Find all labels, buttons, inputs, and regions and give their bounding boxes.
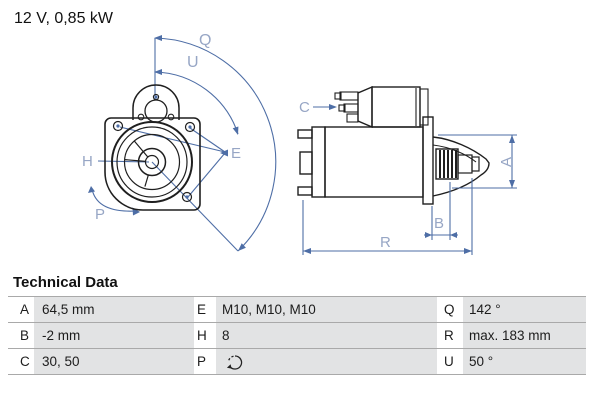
- table-row: A 64,5 mm E M10, M10, M10 Q 142 °: [8, 296, 586, 322]
- spec-value: M10, M10, M10: [216, 297, 437, 322]
- spec-value: 142 °: [463, 297, 586, 322]
- spec-value: 30, 50: [34, 349, 194, 374]
- spec-value: max. 183 mm: [463, 323, 586, 348]
- technical-drawing: Q U E H P: [82, 32, 517, 255]
- dimension-label-q: Q: [199, 32, 211, 49]
- section-heading: Technical Data: [13, 274, 118, 291]
- spec-key: P: [194, 349, 216, 374]
- spec-key: U: [437, 349, 463, 374]
- counterclockwise-rotation-icon: [226, 354, 243, 370]
- dimension-arrowheads: [88, 35, 246, 251]
- spec-value: [216, 349, 437, 374]
- side-view-drawing: C A B R: [297, 85, 517, 255]
- product-spec-title: 12 V, 0,85 kW: [14, 10, 114, 27]
- table-row: B -2 mm H 8 R max. 183 mm: [8, 322, 586, 348]
- spec-value: 64,5 mm: [34, 297, 194, 322]
- spec-key: B: [8, 323, 34, 348]
- spec-key: R: [437, 323, 463, 348]
- spec-key: H: [194, 323, 216, 348]
- table-row: C 30, 50 P U 50 °: [8, 348, 586, 374]
- dimension-arrowheads: [303, 104, 515, 254]
- dimension-label-r: R: [380, 234, 391, 251]
- spec-value: -2 mm: [34, 323, 194, 348]
- spec-key: E: [194, 297, 216, 322]
- spec-key: Q: [437, 297, 463, 322]
- dimension-label-b: B: [434, 215, 444, 232]
- spec-key: A: [8, 297, 34, 322]
- dimension-label-p: P: [95, 206, 105, 223]
- spec-value: 8: [216, 323, 437, 348]
- dimension-label-a: A: [498, 157, 515, 167]
- dimension-label-e: E: [231, 145, 241, 162]
- spec-key: C: [8, 349, 34, 374]
- dimension-label-c: C: [299, 99, 310, 116]
- dimension-label-u: U: [187, 54, 199, 71]
- spec-value: 50 °: [463, 349, 586, 374]
- dimension-label-h: H: [82, 153, 93, 170]
- technical-data-table: A 64,5 mm E M10, M10, M10 Q 142 ° B -2 m…: [8, 296, 586, 375]
- front-view-drawing: Q U E H P: [82, 32, 277, 252]
